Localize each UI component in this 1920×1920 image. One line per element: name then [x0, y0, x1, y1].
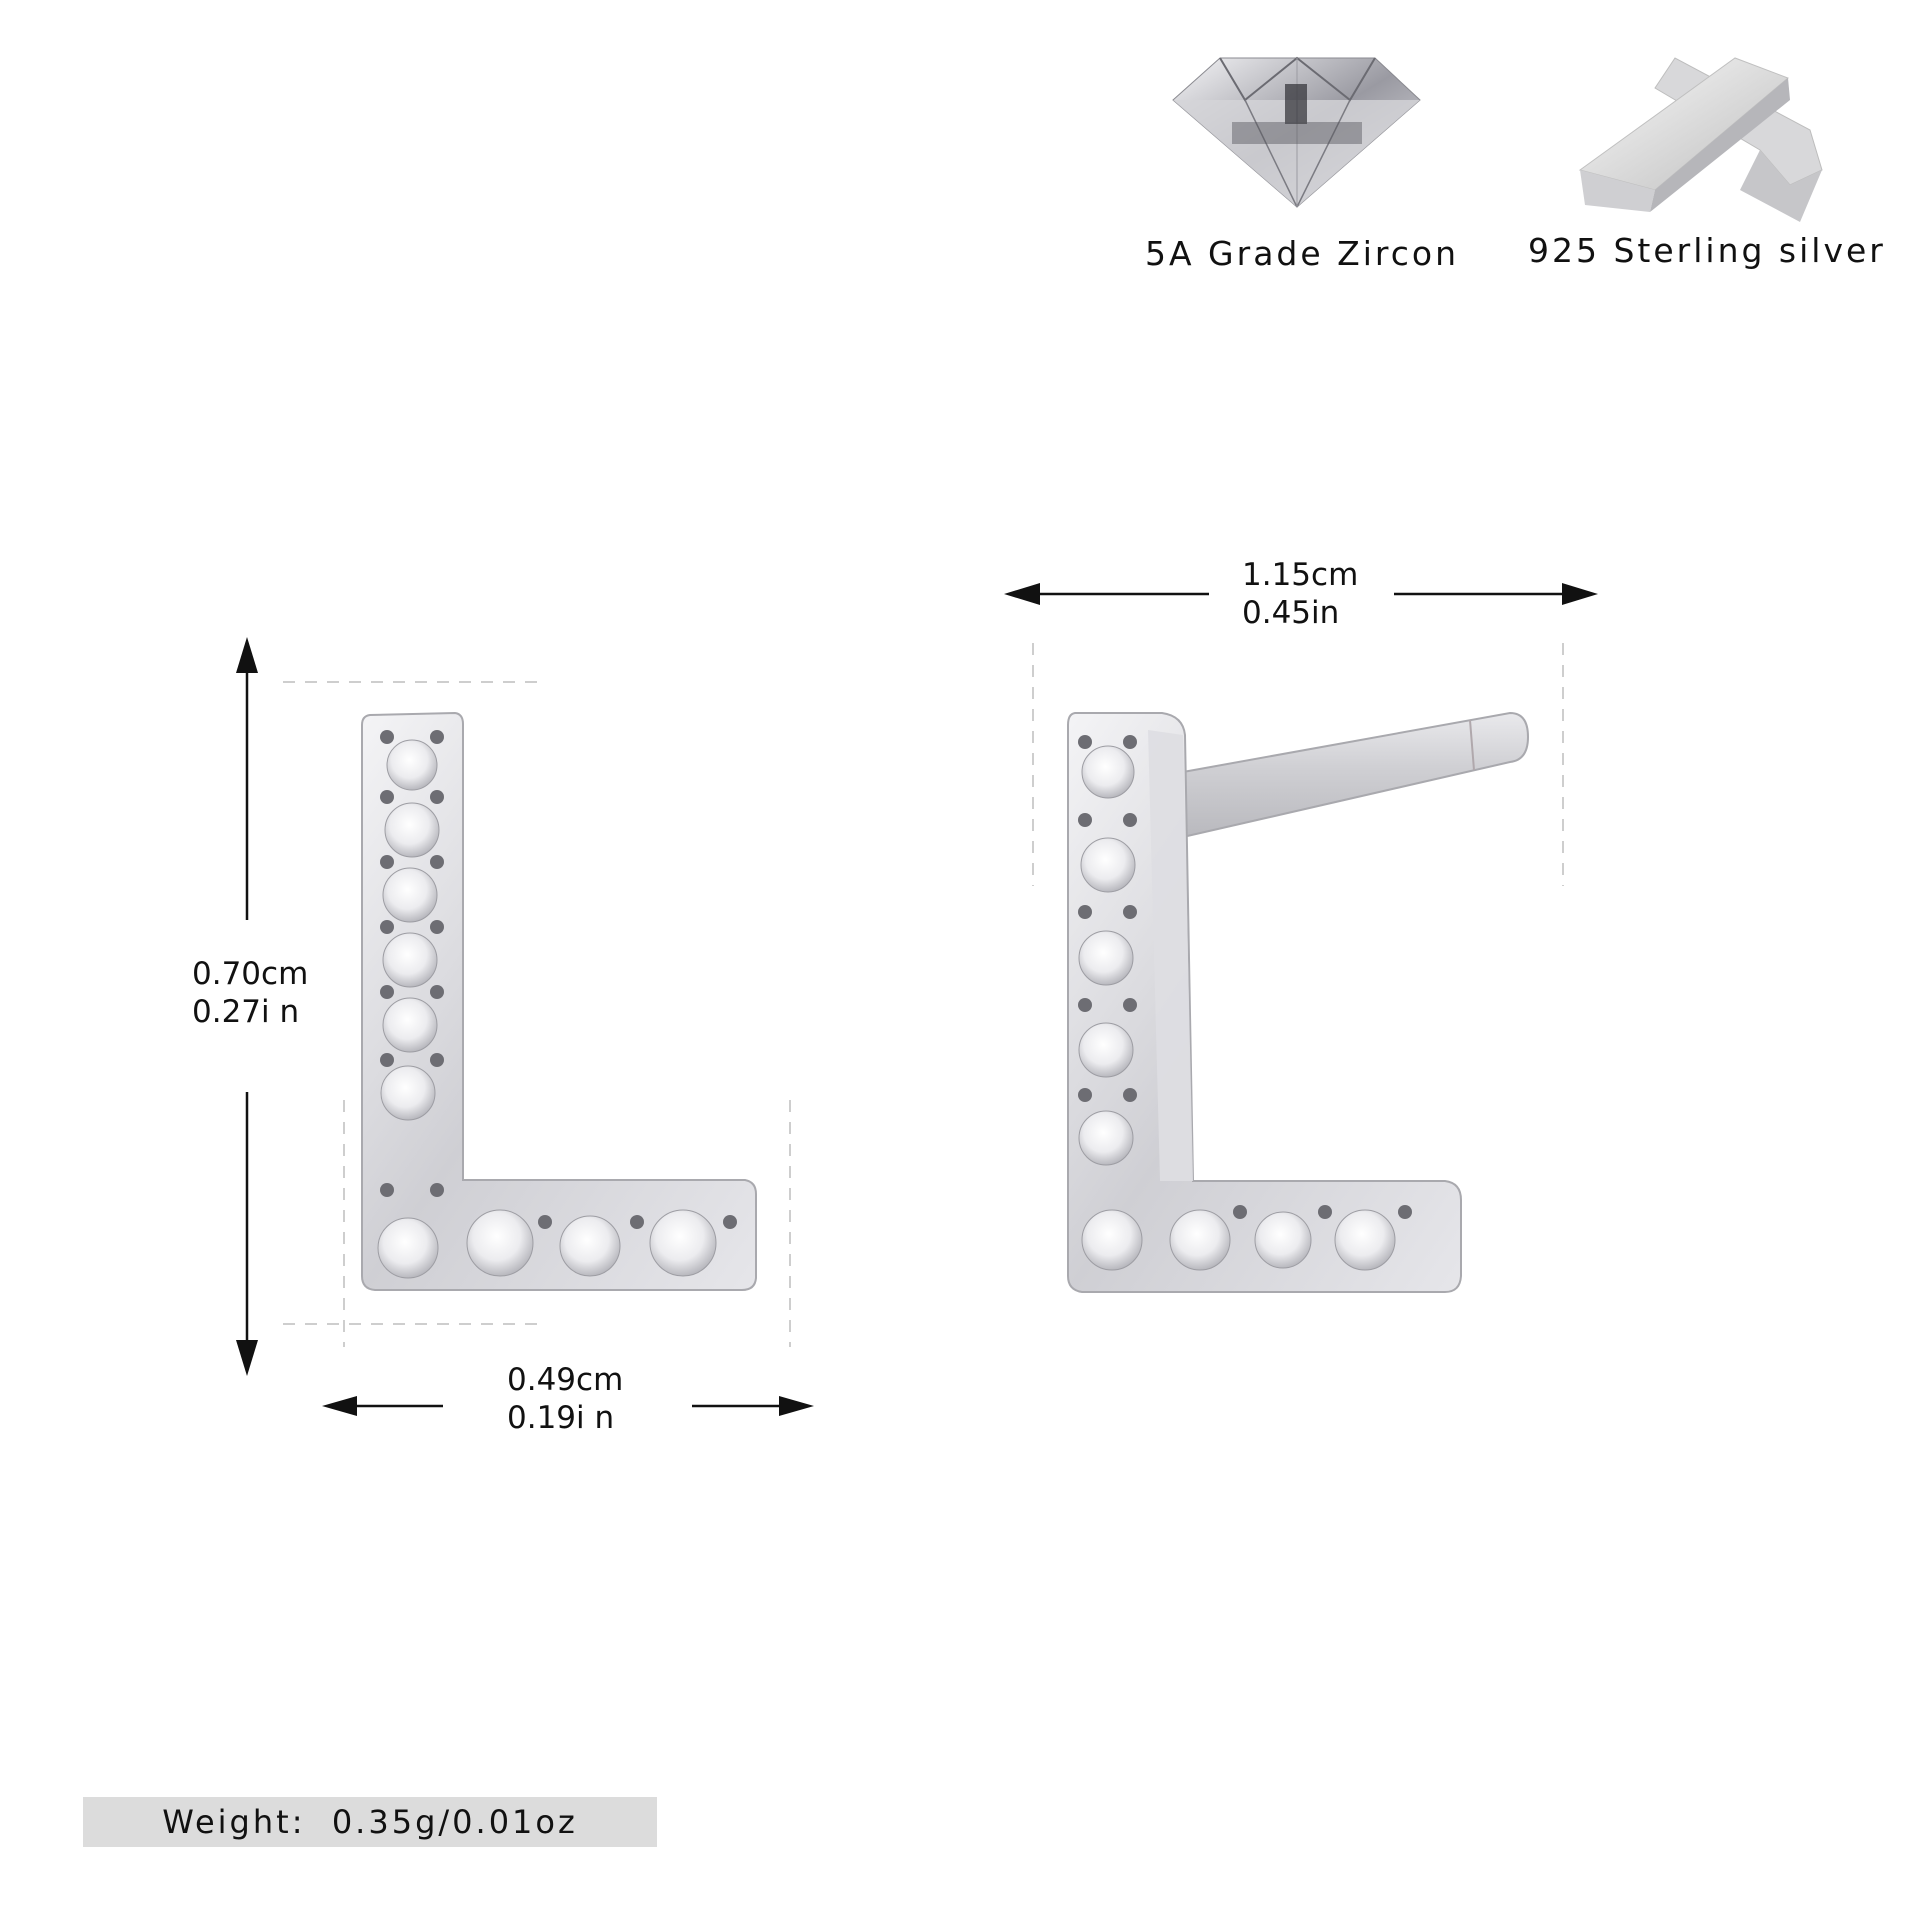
weight-text: Weight: 0.35g/0.01oz [162, 1803, 578, 1841]
silver-bars-icon [1578, 57, 1823, 222]
prongs [1078, 735, 1412, 1219]
side-length-cm: 1.15cm [1242, 557, 1359, 593]
zircon-stones [377, 739, 717, 1279]
front-width-in: 0.19i n [507, 1400, 615, 1436]
side-length-label: 1.15cm 0.45in [1242, 556, 1358, 632]
front-height-dimension [236, 637, 258, 1376]
feature-label-silver: 925 Sterling silver [1528, 231, 1886, 270]
front-guide-lines [283, 681, 791, 1347]
side-length-dimension [1004, 583, 1598, 605]
side-guide-lines [1032, 643, 1564, 886]
front-height-label: 0.70cm 0.27i n [192, 955, 308, 1031]
front-height-in: 0.27i n [192, 994, 300, 1030]
prongs [380, 730, 737, 1229]
front-width-label: 0.49cm 0.19i n [507, 1361, 623, 1437]
front-width-dimension [322, 1396, 814, 1416]
front-width-cm: 0.49cm [507, 1362, 624, 1398]
earring-side-view [1067, 711, 1530, 1293]
side-length-in: 0.45in [1242, 595, 1340, 631]
front-height-cm: 0.70cm [192, 956, 309, 992]
zircon-gem-icon [1172, 56, 1421, 208]
feature-label-zircon: 5A Grade Zircon [1145, 234, 1460, 273]
weight-badge: Weight: 0.35g/0.01oz [83, 1797, 657, 1847]
earring-front-view [361, 711, 757, 1291]
zircon-stones [1078, 745, 1396, 1271]
